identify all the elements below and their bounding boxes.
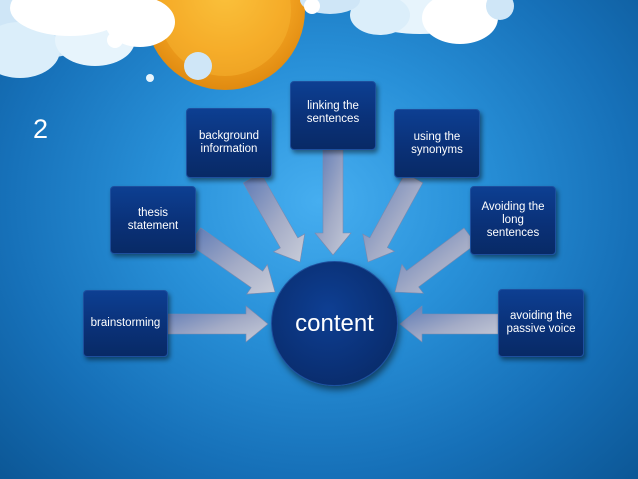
cloud-icon bbox=[300, 0, 514, 44]
node-avoiding-passive-voice: avoiding the passive voice bbox=[498, 289, 584, 357]
node-background-information: background information bbox=[186, 108, 272, 178]
arrow-passive bbox=[399, 305, 499, 343]
node-label: brainstorming bbox=[90, 317, 161, 329]
node-thesis-statement: thesis statement bbox=[110, 186, 196, 254]
arrow-linking bbox=[314, 149, 352, 256]
node-brainstorming: brainstorming bbox=[83, 290, 168, 357]
center-node-content: content bbox=[271, 261, 398, 386]
center-label: content bbox=[295, 309, 374, 337]
node-label: linking the sentences bbox=[306, 100, 360, 125]
node-label: avoiding the passive voice bbox=[506, 310, 576, 335]
node-linking-the-sentences: linking the sentences bbox=[290, 81, 376, 150]
node-using-the-synonyms: using the synonyms bbox=[394, 109, 480, 178]
node-label: Avoiding the long sentences bbox=[481, 201, 545, 239]
slide-number: 2 bbox=[33, 114, 49, 144]
cloud-icon bbox=[0, 0, 212, 82]
node-label: using the synonyms bbox=[411, 130, 463, 156]
arrow-thesis bbox=[188, 227, 276, 295]
node-avoiding-long-sentences: Avoiding the long sentences bbox=[470, 186, 556, 255]
arrow-synonyms bbox=[362, 172, 424, 263]
node-label: thesis statement bbox=[127, 207, 179, 232]
node-label: background information bbox=[198, 130, 260, 155]
arrow-background bbox=[242, 172, 306, 263]
arrow-brainstorming bbox=[167, 305, 269, 343]
arrow-long bbox=[394, 227, 477, 294]
